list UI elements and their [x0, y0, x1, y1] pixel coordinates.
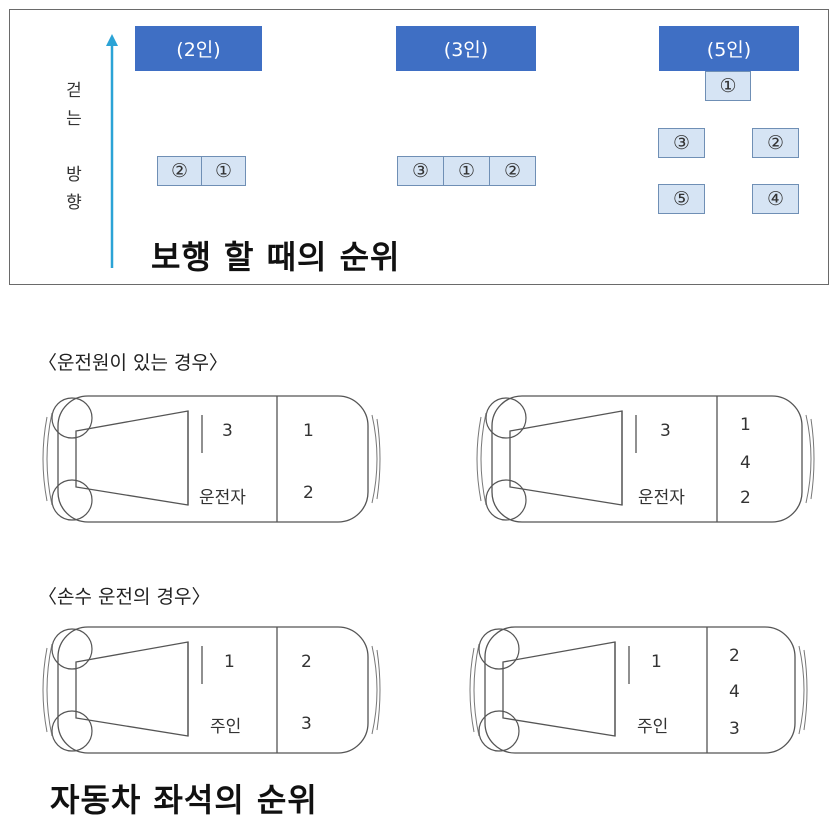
self-driving-heading: 〈손수 운전의 경우〉	[38, 586, 211, 608]
person-box: ①	[201, 156, 246, 186]
seat-front-top: 3	[660, 421, 671, 441]
seat-rear-mid: 4	[740, 453, 751, 473]
walking-order-frame	[9, 9, 829, 285]
person-box: ②	[752, 128, 799, 158]
car-diagram-owner-b: 1 주인 2 4 3	[467, 624, 810, 756]
seat-rear-bottom: 3	[301, 714, 312, 734]
axis-char-1: 걷	[66, 81, 82, 101]
axis-char-4: 향	[66, 193, 82, 213]
person-box: ③	[397, 156, 444, 186]
seat-owner: 주인	[637, 717, 669, 737]
walking-direction-arrow	[106, 34, 118, 268]
seat-front-top: 1	[224, 652, 235, 672]
walking-order-title: 보행 할 때의 순위	[151, 238, 401, 276]
person-box: ①	[443, 156, 490, 186]
car-outline	[469, 626, 808, 754]
seat-rear-bottom: 2	[303, 483, 314, 503]
seat-driver: 운전자	[638, 488, 685, 508]
seat-rear-top: 2	[729, 646, 740, 666]
car-outline	[476, 395, 815, 523]
seat-front-top: 1	[651, 652, 662, 672]
person-box: ②	[489, 156, 536, 186]
with-driver-heading: 〈운전원이 있는 경우〉	[38, 352, 228, 374]
car-diagram-driver-b: 3 운전자 1 4 2	[474, 393, 817, 525]
person-box: ②	[157, 156, 202, 186]
person-box: ③	[658, 128, 705, 158]
car-diagram-driver-a: 3 운전자 1 2	[40, 393, 383, 525]
car-outline	[42, 395, 381, 523]
person-box: ④	[752, 184, 799, 214]
seat-rear-top: 1	[740, 415, 751, 435]
car-outline	[42, 626, 381, 754]
seat-rear-top: 1	[303, 421, 314, 441]
person-box: ①	[705, 71, 751, 101]
group-header-2: (2인)	[135, 26, 262, 71]
group-header-5: (5인)	[659, 26, 799, 71]
group-header-3: (3인)	[396, 26, 536, 71]
seat-rear-mid: 4	[729, 682, 740, 702]
seat-rear-bottom: 3	[729, 719, 740, 739]
axis-char-3: 방	[66, 165, 82, 185]
seat-rear-top: 2	[301, 652, 312, 672]
axis-char-2: 는	[66, 109, 82, 129]
person-box: ⑤	[658, 184, 705, 214]
car-diagram-owner-a: 1 주인 2 3	[40, 624, 383, 756]
car-seating-title: 자동차 좌석의 순위	[50, 781, 318, 819]
seat-driver: 운전자	[199, 488, 246, 508]
seat-rear-bottom: 2	[740, 488, 751, 508]
seat-owner: 주인	[210, 717, 242, 737]
seat-front-top: 3	[222, 421, 233, 441]
